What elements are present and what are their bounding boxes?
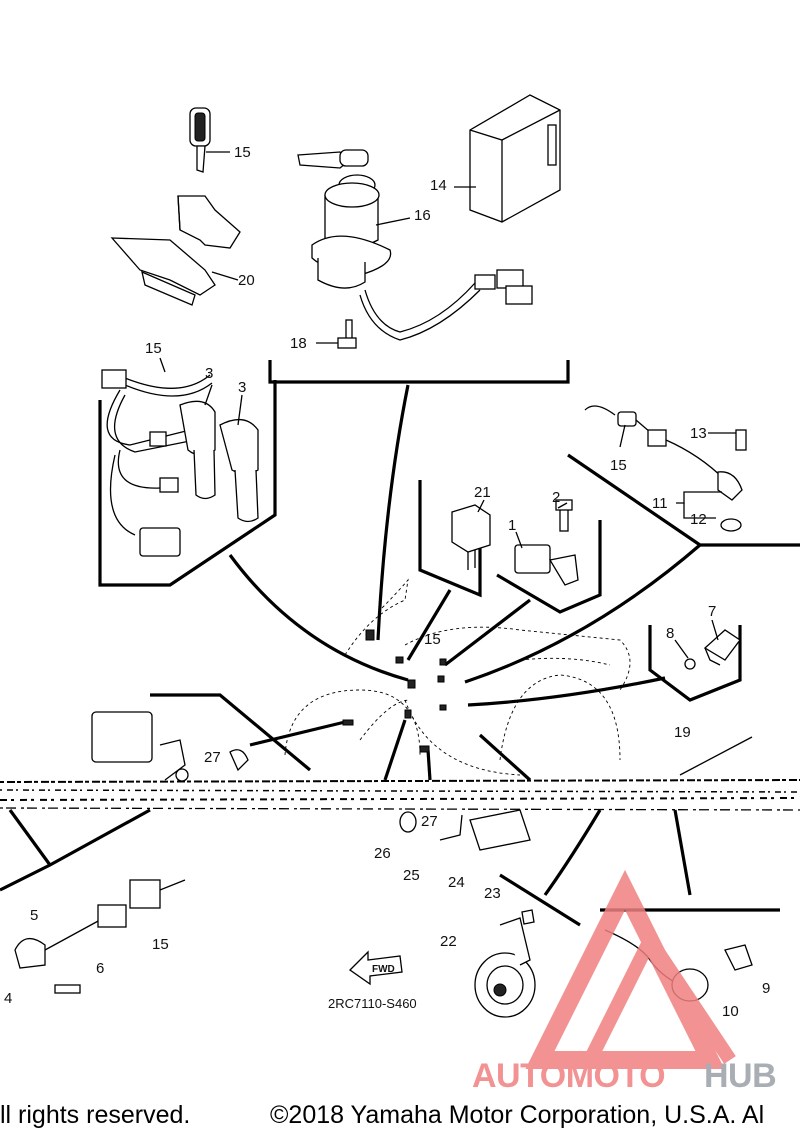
leader-line [543, 809, 602, 896]
key-holder-bracket-part [110, 195, 241, 306]
leader-line [376, 384, 410, 641]
key-part [189, 107, 211, 173]
group-frame-coils [98, 380, 277, 587]
group-frame-lower-left [0, 808, 151, 892]
group-frame-horn [499, 873, 581, 927]
callout-18: 18 [290, 335, 307, 352]
callout-11: 11 [652, 495, 668, 512]
callout-1: 1 [508, 517, 516, 534]
callout-4: 4 [4, 990, 12, 1007]
leader-line [8, 809, 52, 866]
bolt-part [337, 319, 357, 349]
callout-15-right: 15 [610, 457, 627, 474]
callout-25: 25 [403, 867, 420, 884]
callout-leaders [159, 151, 736, 659]
relay-part [451, 504, 491, 570]
band-part [679, 736, 753, 776]
leader-line [406, 589, 452, 661]
callout-17: 15 [234, 144, 251, 161]
callout-20: 20 [238, 272, 255, 289]
drawing-code: 2RC7110-S460 [328, 996, 417, 1011]
leader-line [673, 809, 692, 896]
callout-3-second: 3 [238, 379, 246, 396]
callout-16: 16 [414, 207, 431, 224]
callout-5: 5 [30, 907, 38, 924]
callout-24: 24 [448, 874, 465, 891]
callout-23: 23 [484, 885, 501, 902]
leader-line [383, 719, 407, 781]
scan-artifact-band [0, 779, 800, 811]
callout-15-center: 15 [424, 631, 441, 648]
motorcycle-outline [284, 578, 631, 776]
leader-line [228, 554, 409, 682]
lower-left-parts [14, 879, 186, 994]
callout-13: 13 [690, 425, 707, 442]
leader-line [467, 676, 666, 707]
crank-sensor-part [514, 499, 579, 586]
ignition-coils-part [101, 369, 259, 557]
callout-10: 10 [722, 1003, 739, 1020]
callout-19: 19 [674, 724, 691, 741]
automotohub-logo: AUTOMOTO HUB [472, 869, 777, 1095]
leader-line [426, 749, 432, 781]
logo-text-automoto: AUTOMOTO [472, 1057, 665, 1095]
group-frame-ignition [268, 360, 570, 384]
group-frame-left [150, 693, 312, 772]
left-parts [91, 711, 249, 782]
callout-12: 12 [690, 511, 707, 528]
fwd-label: FWD [372, 964, 395, 975]
callout-15: 15 [145, 340, 162, 357]
speed-sensor-part [584, 405, 747, 532]
callout-2: 2 [552, 489, 560, 506]
ignition-switch-part [297, 149, 533, 341]
group-frame-relay [418, 480, 482, 598]
callout-14: 14 [430, 177, 447, 194]
callout-21: 21 [474, 484, 491, 501]
leader-line [478, 733, 532, 782]
footer-copyright: ©2018 Yamaha Motor Corporation, U.S.A. A… [270, 1101, 765, 1129]
callout-7: 7 [708, 603, 716, 620]
callout-26: 26 [374, 845, 391, 862]
callout-27: 27 [204, 749, 221, 766]
group-frame-temp-sensor [648, 625, 742, 702]
group-frame-crank-sensor [496, 520, 602, 614]
lower-center-parts [399, 809, 531, 851]
leader-line [249, 720, 346, 747]
horn-part [474, 909, 536, 1018]
callout-27-second: 27 [421, 813, 438, 830]
callout-9: 9 [762, 980, 770, 997]
callout-labels: 15 20 14 16 18 15 3 3 13 15 11 12 21 2 1… [4, 144, 770, 1020]
ecu-part [469, 94, 561, 223]
footer-rights: ll rights reserved. [0, 1101, 191, 1129]
callout-3: 3 [205, 365, 213, 382]
callout-8: 8 [666, 625, 674, 642]
logo-text-hub: HUB [704, 1057, 776, 1095]
callout-15-lower: 15 [152, 936, 169, 953]
temp-sensor-part [684, 629, 741, 670]
fwd-arrow-icon: FWD [348, 950, 403, 986]
callout-6: 6 [96, 960, 104, 977]
callout-22: 22 [440, 933, 457, 950]
footer: ll rights reserved. ©2018 Yamaha Motor C… [0, 1101, 800, 1138]
leader-line [444, 598, 531, 667]
leader-line [464, 543, 702, 684]
